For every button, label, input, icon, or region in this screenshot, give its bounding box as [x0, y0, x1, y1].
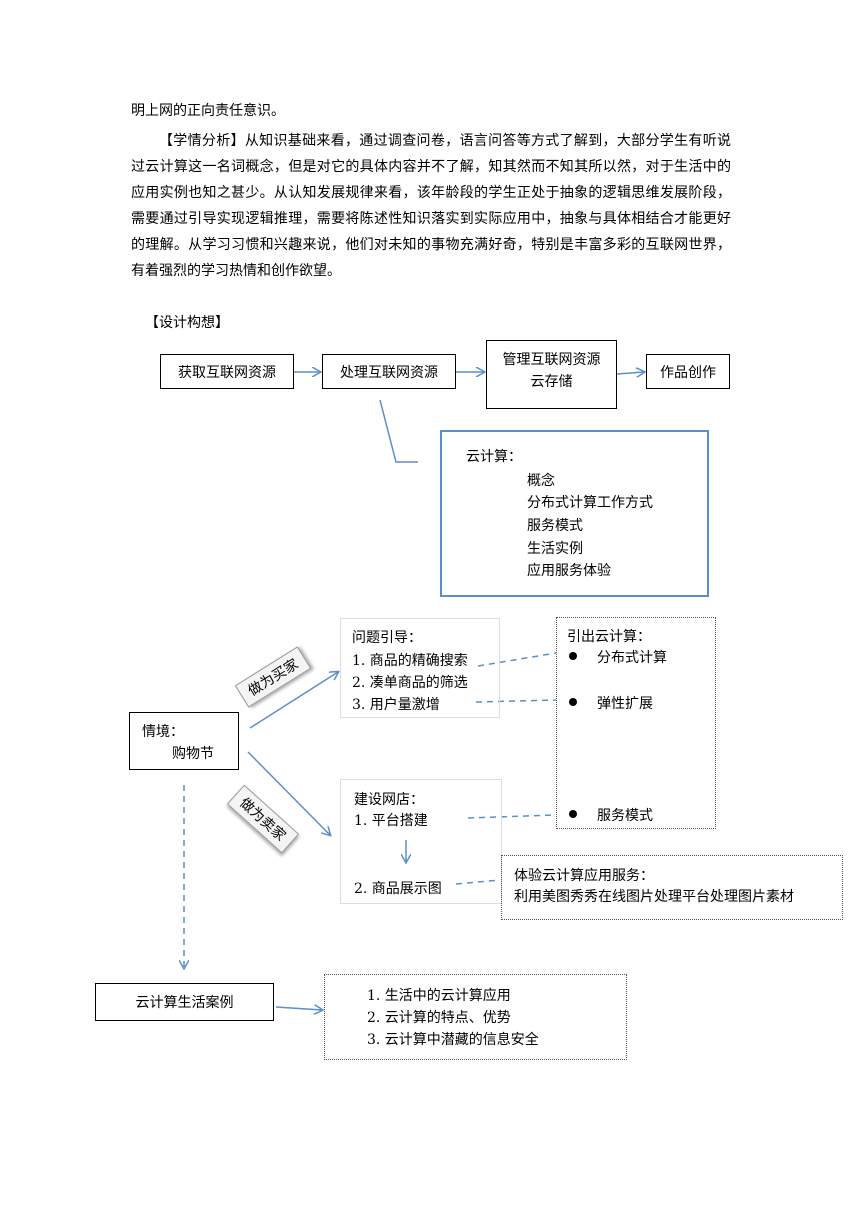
- scenario-value: 购物节: [172, 746, 214, 762]
- cloud-item: 分布式计算工作方式: [527, 495, 653, 511]
- cloud-box-title: 云计算：: [466, 449, 522, 465]
- dashed-link-search: [477, 652, 557, 667]
- scenario-label: 情境：: [142, 724, 184, 740]
- question-item: 1. 商品的精确搜索: [352, 653, 468, 669]
- flow-step-process: 处理互联网资源: [322, 354, 456, 389]
- arrow-to-cases: [275, 1007, 322, 1010]
- shop-item-display: 2. 商品展示图: [354, 881, 442, 897]
- arrow-step3-step4: [616, 372, 644, 374]
- cloud-item: 概念: [527, 473, 555, 489]
- lead-item: 服务模式: [597, 808, 653, 824]
- flow-step-manage: 管理互联网资源 云存储: [486, 340, 617, 409]
- cloud-concept-box: 云计算： 概念 分布式计算工作方式 服务模式 生活实例 应用服务体验: [440, 430, 709, 597]
- callout-line-cloud: [379, 399, 418, 463]
- lead-item: 弹性扩展: [597, 696, 653, 712]
- case-item: 2. 云计算的特点、优势: [367, 1010, 511, 1026]
- lead-item: 分布式计算: [597, 650, 667, 666]
- cloud-item: 生活实例: [527, 541, 583, 557]
- scenario-box: 情境： 购物节: [129, 712, 239, 770]
- design-heading: 【设计构想】: [145, 315, 229, 331]
- lead-cloud-title: 引出云计算：: [567, 629, 651, 645]
- bullet-icon: [569, 810, 577, 818]
- flow-step-create: 作品创作: [646, 354, 730, 389]
- dashed-link-display: [455, 879, 501, 885]
- question-guide-title: 问题引导：: [352, 630, 422, 646]
- shop-item-platform: 1. 平台搭建: [354, 813, 428, 829]
- bullet-icon: [569, 652, 577, 660]
- case-item: 3. 云计算中潜藏的信息安全: [367, 1032, 539, 1048]
- cloud-item: 服务模式: [527, 518, 583, 534]
- lead-cloud-box: 引出云计算： 分布式计算 弹性扩展 服务模式: [556, 617, 716, 829]
- flow-step-manage-line1: 管理互联网资源: [502, 352, 601, 368]
- experience-line1: 体验云计算应用服务：: [514, 868, 654, 884]
- question-item: 3. 用户量激增: [352, 697, 440, 713]
- paragraph-learning-analysis: 【学情分析】从知识基础来看，通过调查问卷，语言问答等方式了解到，大部分学生有听说…: [131, 133, 731, 279]
- flow-step-acquire: 获取互联网资源: [160, 354, 294, 389]
- build-shop-title: 建设网店：: [354, 792, 424, 808]
- experience-line2: 利用美图秀秀在线图片处理平台处理图片素材: [514, 889, 794, 905]
- flow-step-manage-line2: 云存储: [530, 374, 573, 390]
- paragraph-intro-end: 明上网的正向责任意识。: [131, 103, 285, 119]
- experience-box: 体验云计算应用服务： 利用美图秀秀在线图片处理平台处理图片素材: [501, 855, 843, 920]
- dashed-link-users: [475, 699, 557, 703]
- arrow-to-shop: [247, 751, 330, 835]
- life-cases-box: 1. 生活中的云计算应用 2. 云计算的特点、优势 3. 云计算中潜藏的信息安全: [324, 974, 627, 1060]
- arrow-to-questions: [249, 672, 338, 729]
- life-cases-label-box: 云计算生活案例: [95, 983, 274, 1021]
- dashed-link-platform: [467, 814, 557, 819]
- case-item: 1. 生活中的云计算应用: [367, 988, 511, 1004]
- build-shop-box: 建设网店： 1. 平台搭建 2. 商品展示图: [340, 779, 502, 904]
- question-guide-box: 问题引导： 1. 商品的精确搜索 2. 凑单商品的筛选 3. 用户量激增: [340, 618, 500, 718]
- question-item: 2. 凑单商品的筛选: [352, 675, 468, 691]
- cloud-item: 应用服务体验: [527, 563, 611, 579]
- bullet-icon: [569, 698, 577, 706]
